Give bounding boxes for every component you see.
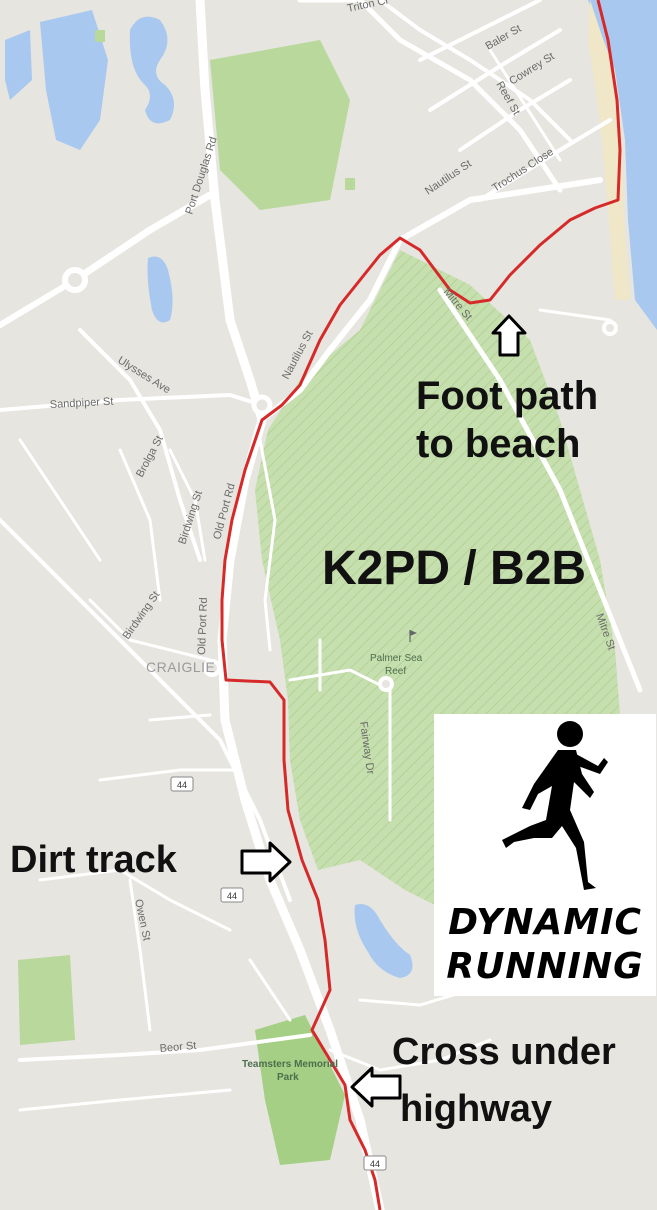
roundabout-3 xyxy=(203,659,221,677)
roundabout-5 xyxy=(602,320,618,336)
arrow-left-icon xyxy=(350,1066,402,1108)
lake-top-left-2 xyxy=(5,30,32,100)
logo-text-dynamic: DYNAMIC xyxy=(448,902,642,943)
lake-horseshoe xyxy=(129,16,174,124)
running-route[interactable] xyxy=(220,0,622,1210)
lake-small-mid xyxy=(147,256,173,323)
roundabout-2 xyxy=(251,394,273,416)
street-label-old-port-2: Old Port Rd xyxy=(196,597,210,655)
foot-path-line-1: Foot path xyxy=(416,374,599,418)
svg-text:44: 44 xyxy=(370,1159,380,1169)
svg-text:44: 44 xyxy=(227,891,237,901)
park-small-2 xyxy=(345,178,355,190)
street-label-sandpiper: Sandpiper St xyxy=(50,396,114,411)
logo-text-running: RUNNING xyxy=(446,946,644,987)
dirt-track-annotation: Dirt track xyxy=(10,839,177,881)
highway-shield-3: 44 xyxy=(363,1155,387,1171)
cross-under-line-2: highway xyxy=(400,1088,553,1130)
dynamic-running-logo: DYNAMIC RUNNING xyxy=(434,714,656,996)
street-label-beor: Beor St xyxy=(159,1040,197,1055)
lake-top-left xyxy=(40,10,108,150)
park-label-2: Park xyxy=(277,1072,299,1083)
beach-strip xyxy=(588,0,630,300)
map-title: K2PD / B2B xyxy=(322,542,587,595)
ocean xyxy=(588,0,657,330)
roundabout-4 xyxy=(378,676,394,692)
roundabout-1 xyxy=(62,267,88,293)
runner-silhouette-icon xyxy=(502,721,608,890)
golf-label-2: Reef xyxy=(385,666,406,677)
highway-shield-2: 44 xyxy=(220,887,244,903)
cross-under-annotation: Cross under highway xyxy=(392,1024,616,1138)
golf-label: Palmer Sea xyxy=(370,653,423,664)
golf-course xyxy=(255,250,620,905)
arrow-right-icon xyxy=(240,841,292,883)
suburb-label: CRAIGLIE xyxy=(146,659,215,675)
park-small-1 xyxy=(95,30,105,42)
foot-path-line-2: to beach xyxy=(416,422,581,466)
highway-shield-1: 44 xyxy=(170,776,194,792)
svg-text:44: 44 xyxy=(177,780,187,790)
arrow-up-icon xyxy=(491,314,527,357)
cross-under-line-1: Cross under xyxy=(392,1031,616,1073)
roads xyxy=(0,0,643,1210)
foot-path-annotation: Foot path to beach xyxy=(416,372,598,468)
teamsters-park xyxy=(255,1015,345,1165)
lake-bottom xyxy=(354,904,413,978)
park-label: Teamsters Memorial xyxy=(242,1059,338,1070)
park-bottom-left xyxy=(18,955,75,1045)
golf-flag-icon xyxy=(409,630,417,642)
park-top xyxy=(210,40,350,210)
